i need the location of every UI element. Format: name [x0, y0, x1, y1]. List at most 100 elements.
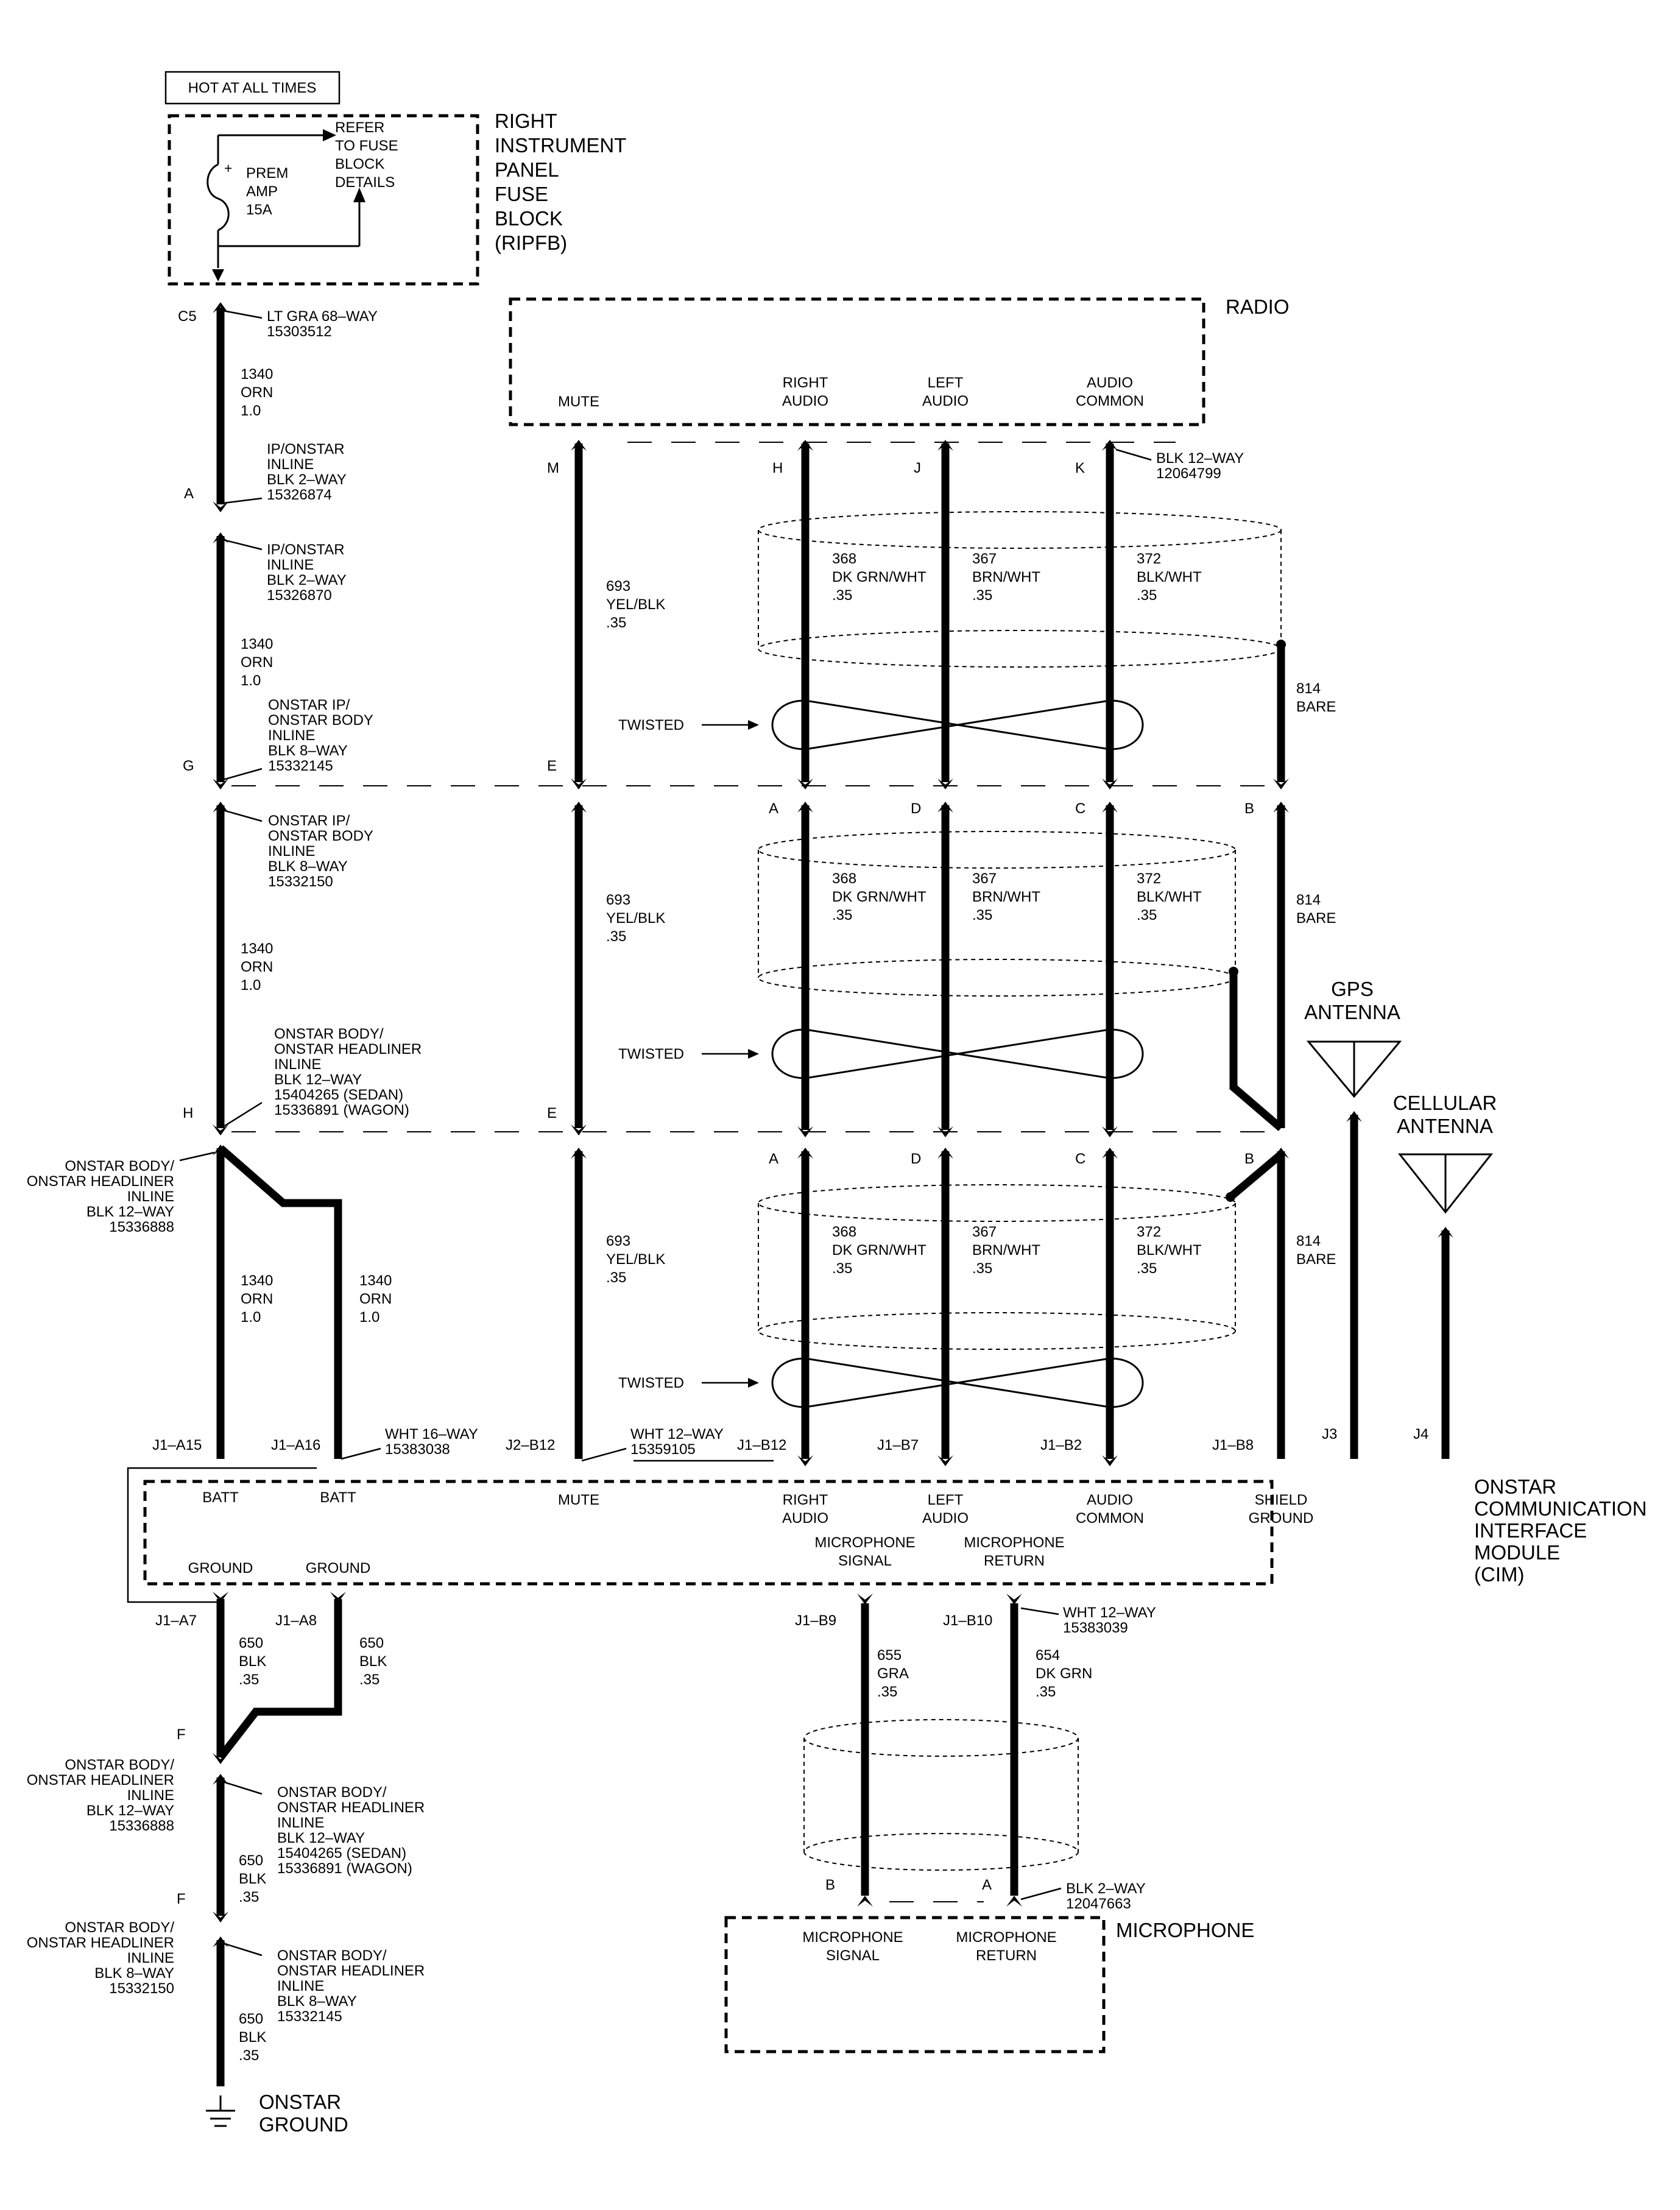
- wire-368-label-line: 368: [832, 1224, 856, 1240]
- wire-368-label-line: DK GRN/WHT: [832, 569, 926, 585]
- connector-onstar-ip-body-2-line: INLINE: [268, 843, 315, 860]
- fuse-label-line: PREM: [246, 165, 288, 182]
- twisted-cross: [805, 699, 1110, 750]
- wire-367-label-line: 367: [972, 870, 997, 887]
- wire-693-label-line: .35: [606, 1269, 626, 1286]
- radio-right-audio-label-line: RIGHT: [783, 375, 828, 391]
- pin-m: M: [547, 460, 559, 476]
- pin-c: C: [1075, 1151, 1085, 1167]
- mute-chevron-icon: [571, 440, 587, 451]
- connector-ip-onstar-2-line: BLK 2–WAY: [267, 572, 347, 588]
- wire-814-drain2: [1229, 972, 1284, 1131]
- fuse-block-name-line: PANEL: [495, 158, 559, 181]
- radio-left-audio-label-line: AUDIO: [922, 393, 969, 409]
- wire-693-label-line: YEL/BLK: [606, 596, 665, 613]
- wire-693-label-line: 693: [606, 1233, 630, 1249]
- leader: [341, 1447, 381, 1460]
- pin-j4: J4: [1413, 1426, 1428, 1442]
- gps-antenna-label-line: ANTENNA: [1304, 1001, 1400, 1023]
- wire-693-label-line: .35: [606, 928, 626, 945]
- pin-b: B: [1244, 1151, 1254, 1167]
- leader: [222, 309, 263, 319]
- fuse-icon: [206, 163, 230, 231]
- cim-bracket: [127, 1467, 317, 1603]
- wire-367-label-line: BRN/WHT: [972, 889, 1040, 905]
- inline-chevron-icon: [213, 778, 228, 789]
- cim-batt-label: BATT: [320, 1489, 356, 1506]
- fuse-refer-text-line: DETAILS: [335, 174, 395, 191]
- wire-650-label-line: .35: [239, 2047, 259, 2064]
- radio-right-audio-label-line: AUDIO: [782, 393, 828, 409]
- pin-j1-a8: J1–A8: [275, 1612, 317, 1629]
- shield-top-ellipse: [803, 1719, 1079, 1757]
- twisted-loop: [771, 699, 1144, 750]
- connector-gnd-left-2-line: ONSTAR BODY/: [65, 1919, 174, 1936]
- connector-body-headliner-1-line: BLK 12–WAY: [274, 1071, 362, 1088]
- fuse-block-name-line: FUSE: [495, 183, 548, 205]
- connector-gnd-right-2-line: 15332145: [277, 2008, 342, 2025]
- wire-654-label-line: .35: [1036, 1684, 1056, 1700]
- ip-onstar-chevron-icon: [213, 532, 228, 543]
- arrow-right-icon: [323, 129, 336, 141]
- pin-a: A: [982, 1877, 992, 1893]
- wire-650-label-line: 650: [239, 1635, 263, 1651]
- connector-onstar-ip-body-1-line: 15332145: [268, 758, 333, 774]
- audio-chevron-icon: [1102, 778, 1118, 789]
- wire-814-label-line: BARE: [1296, 1251, 1336, 1268]
- pin-c: C: [1075, 800, 1085, 817]
- pin-a: A: [184, 485, 194, 502]
- wire-650-label-line: 650: [239, 2011, 263, 2027]
- connector-gnd-right-2-line: INLINE: [277, 1978, 324, 1994]
- connector-body-headliner-2-line: ONSTAR BODY/: [65, 1158, 174, 1174]
- ground-chevron-icon: [213, 1912, 228, 1922]
- wire-372-label-line: 372: [1137, 1224, 1161, 1240]
- cim-audio-common-label-line: AUDIO: [1087, 1492, 1133, 1508]
- wire-1340-label-line: 1340: [241, 1273, 273, 1289]
- wire-1340-label-line: 1.0: [241, 1309, 261, 1326]
- radio-audio-common-label-line: AUDIO: [1087, 375, 1133, 391]
- fuse-refer-text-line: BLOCK: [335, 156, 384, 172]
- pin-j1-a15: J1–A15: [152, 1437, 202, 1453]
- connector-ip-onstar-2-line: IP/ONSTAR: [267, 542, 345, 558]
- wire-1340-label-line: 1340: [241, 366, 273, 383]
- wire-693-label-line: 693: [606, 578, 630, 595]
- connector-body-headliner-2-line: ONSTAR HEADLINER: [27, 1173, 174, 1190]
- shield-bottom-ellipse: [758, 1312, 1236, 1350]
- arrow-right-icon: [748, 720, 759, 730]
- connector-cim-wht12-line: WHT 12–WAY: [630, 1426, 724, 1442]
- wire-368-label-line: 368: [832, 870, 856, 887]
- wire-650-label-line: .35: [239, 1672, 259, 1688]
- fuse-block-name-line: (RIPFB): [495, 231, 567, 254]
- cim-name-line: (CIM): [1474, 1563, 1524, 1586]
- radio-connector-line: 12064799: [1156, 465, 1221, 482]
- cim-left-audio-label-line: LEFT: [928, 1492, 964, 1508]
- pin-e: E: [547, 758, 557, 774]
- audio-chevron-icon: [1102, 1455, 1118, 1466]
- audio-chevron-icon: [937, 1126, 953, 1137]
- twisted-cross: [805, 1357, 1110, 1408]
- wire-814-drain3: [1227, 1151, 1284, 1200]
- connector-gnd-left-2-line: BLK 8–WAY: [94, 1965, 174, 1982]
- connector-gnd-left-2-line: ONSTAR HEADLINER: [27, 1935, 174, 1951]
- arrow-up-icon: [353, 188, 365, 202]
- wire-650-label-line: 650: [359, 1635, 384, 1651]
- connector-body-headliner-1-line: ONSTAR BODY/: [274, 1026, 384, 1042]
- wire-650-label-line: BLK: [239, 1871, 266, 1887]
- connector-gnd-left-2-line: 15332150: [109, 1980, 174, 1997]
- wire-1340-branch: [217, 1145, 342, 1459]
- wire-372-label-line: BLK/WHT: [1137, 1242, 1202, 1259]
- cim-mic-signal-label-line: SIGNAL: [838, 1553, 892, 1569]
- pin-j3: J3: [1322, 1426, 1337, 1442]
- connector-gnd-right-1-line: ONSTAR HEADLINER: [277, 1799, 425, 1816]
- pin-d: D: [911, 1151, 921, 1167]
- ip-onstar-chevron-icon: [213, 501, 228, 512]
- pin-j1-b9: J1–B9: [795, 1612, 836, 1629]
- audio-chevron-icon: [797, 1148, 813, 1159]
- twisted-loop: [771, 1357, 1144, 1408]
- ground-chevron-icon: [213, 1753, 228, 1764]
- connector-gnd-left-1-line: ONSTAR HEADLINER: [27, 1772, 174, 1788]
- mute-chevron-icon: [571, 802, 587, 813]
- wire-655-label-line: GRA: [877, 1665, 909, 1682]
- wire-367-label-line: BRN/WHT: [972, 569, 1040, 585]
- mute-chevron-icon: [571, 778, 587, 789]
